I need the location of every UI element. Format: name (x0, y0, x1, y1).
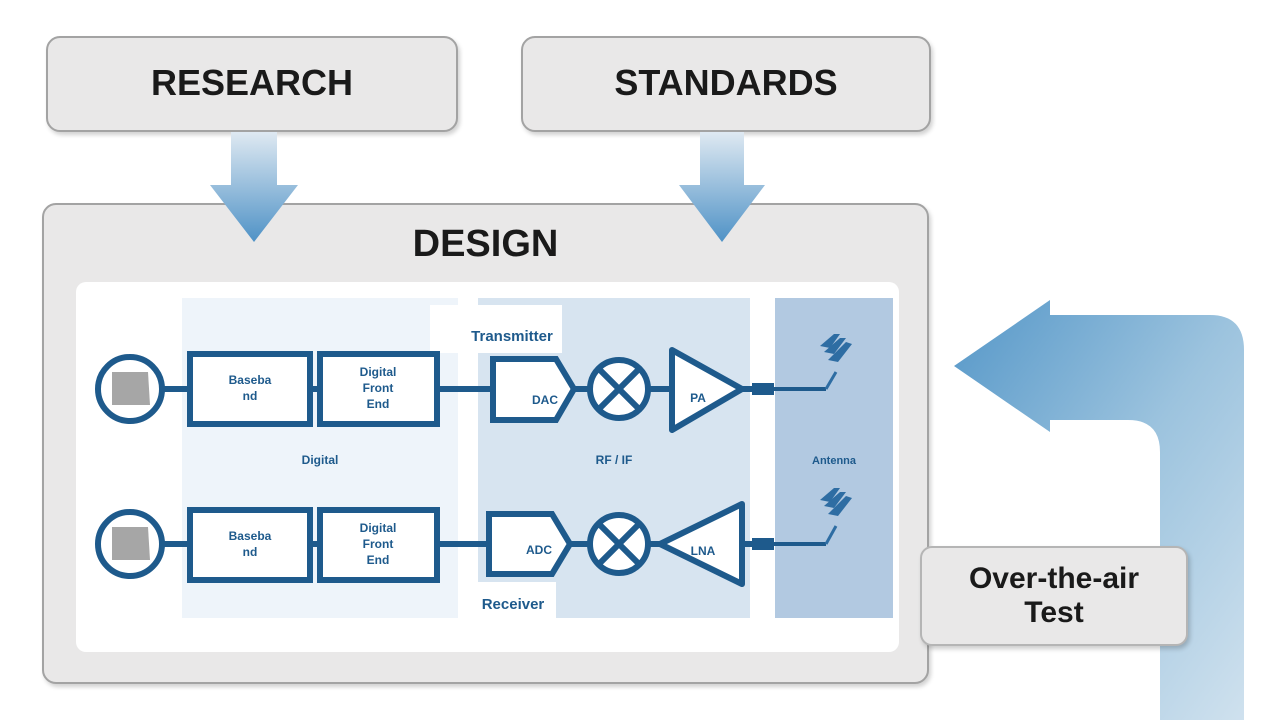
receiver-label-bg (458, 582, 556, 618)
tx-dac-label: DAC (532, 393, 558, 407)
transmitter-label: Transmitter (471, 328, 553, 345)
standards-box (521, 36, 931, 132)
tx-dfe-block (317, 351, 440, 427)
over-the-air-test-label: Over-the-air Test (968, 562, 1140, 629)
research-box (46, 36, 458, 132)
receiver-label: Receiver (482, 596, 545, 613)
research-down-arrow (210, 132, 298, 242)
design-label: DESIGN (412, 223, 559, 265)
transmitter-label-bg (430, 305, 562, 353)
rx-lna-label: LNA (691, 544, 716, 558)
feedback-arrow (954, 300, 1244, 720)
standards-label: STANDARDS (614, 62, 838, 103)
standards-down-arrow (679, 132, 765, 242)
rx-adc-block (486, 511, 574, 577)
research-label: RESEARCH (150, 62, 354, 103)
rx-baseband-block (187, 507, 313, 583)
tx-dac-block (490, 356, 578, 423)
tx-pa-amplifier (669, 347, 745, 433)
tx-pa-label: PA (690, 391, 706, 405)
tx-baseband-block (187, 351, 313, 427)
over-the-air-test-box: Over-the-air Test (920, 546, 1188, 646)
rx-adc-label: ADC (526, 543, 552, 557)
rf-region-label: RF / IF (596, 453, 633, 467)
digital-region-label: Digital (302, 453, 339, 467)
antenna-region-label: Antenna (812, 455, 857, 467)
rx-dfe-block (317, 507, 440, 583)
rx-lna-amplifier (657, 501, 745, 587)
